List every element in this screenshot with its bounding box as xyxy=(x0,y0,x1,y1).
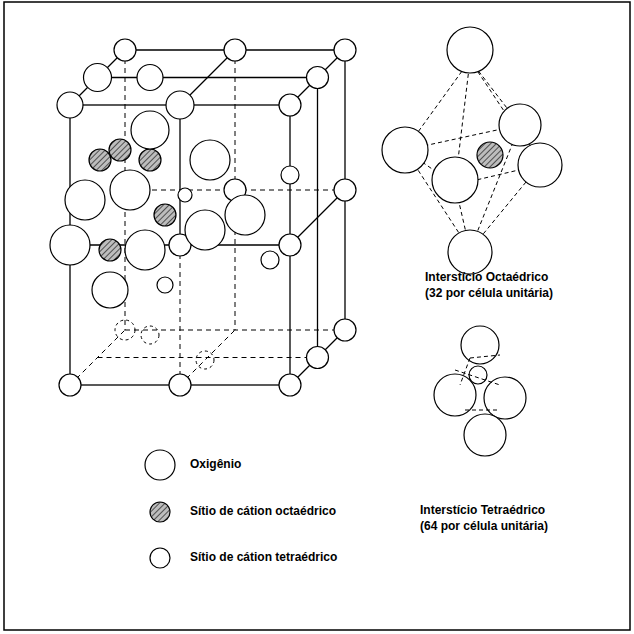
caption-label: (64 por célula unitária) xyxy=(420,519,548,534)
caption-label: Interstício Tetraédrico xyxy=(420,503,545,518)
legend-text: Oxigênio xyxy=(190,457,241,472)
legend-text: Sítio de cátion tetraédrico xyxy=(190,550,337,565)
caption-label: (32 por célula unitária) xyxy=(425,286,553,301)
caption-label: Interstício Octaédrico xyxy=(425,270,548,285)
legend-text: Sítio de cátion octaédrico xyxy=(190,504,336,519)
